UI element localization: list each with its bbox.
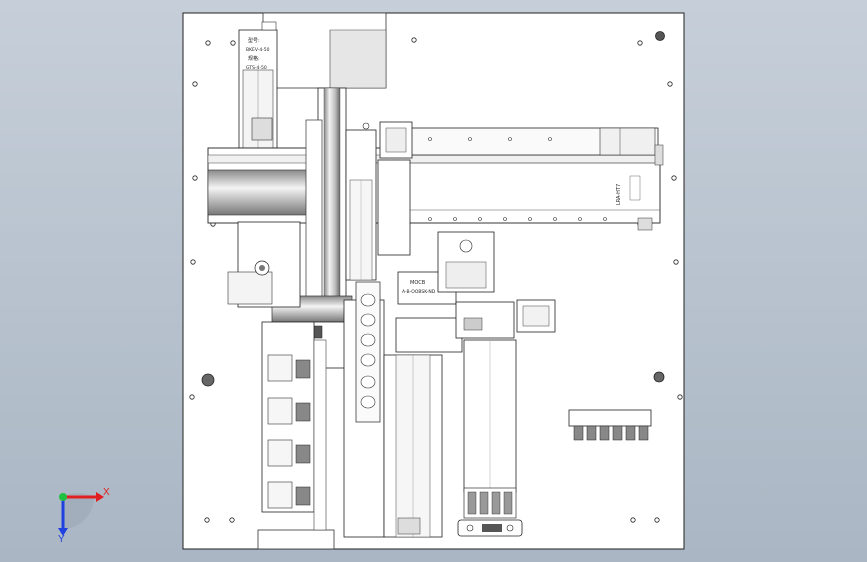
z-axis-column xyxy=(305,87,377,321)
nozzle-row xyxy=(568,409,652,441)
module-tag-2: A-B-OOBSK-ND xyxy=(402,289,436,295)
coordinate-triad: X Y xyxy=(58,487,110,545)
mounting-holes xyxy=(189,31,683,523)
rail-bolts xyxy=(428,137,607,221)
rail-tag: LRA-HT7 xyxy=(616,184,622,205)
side-bracket xyxy=(516,299,556,333)
top-tag-3: 规格: xyxy=(248,55,260,62)
vertical-module-top: 型号: BKEV-4-50 规格: GTS-4-50 xyxy=(238,21,278,149)
top-tag-4: GTS-4-50 xyxy=(246,65,267,71)
center-slide xyxy=(343,281,443,538)
top-tag-2: BKEV-4-50 xyxy=(246,47,270,53)
top-tag-1: 型号: xyxy=(248,37,260,44)
y-axis-label: Y xyxy=(58,534,65,545)
right-upper-module: MOCB A-B-OOBSK-ND xyxy=(395,231,495,353)
right-column-module xyxy=(455,301,523,537)
center-carriage xyxy=(362,121,413,256)
y-arrowhead-icon xyxy=(58,528,68,536)
x-arrowhead-icon xyxy=(96,492,104,502)
left-gripper-stack xyxy=(227,221,327,531)
x-axis-label: X xyxy=(103,487,110,498)
module-tag-1: MOCB xyxy=(410,280,426,286)
origin-dot xyxy=(59,493,67,501)
horizontal-linear-rail: LRA-HT7 xyxy=(207,127,664,231)
